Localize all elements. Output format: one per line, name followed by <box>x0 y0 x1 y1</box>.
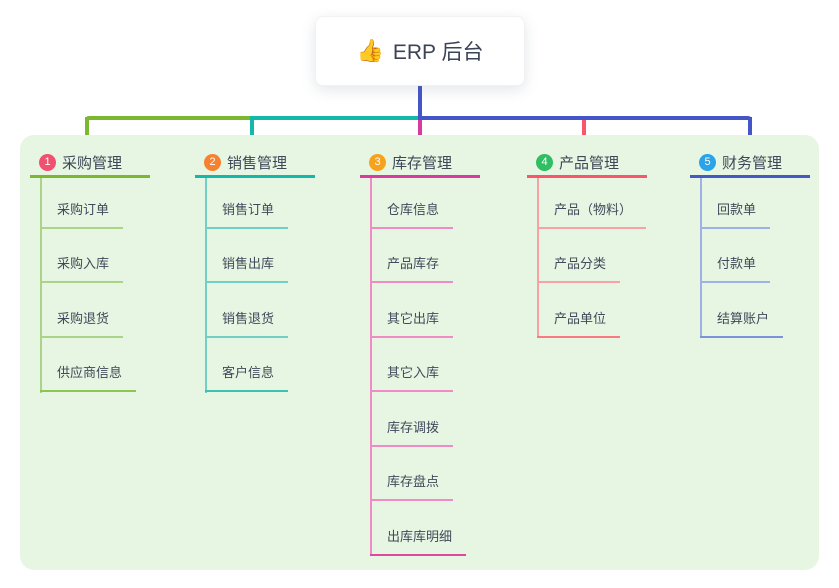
branch4-label: 产品管理 <box>559 155 620 172</box>
child-node[interactable]: 产品（物料） <box>537 201 647 229</box>
branch1-number-badge: 1 <box>39 154 56 171</box>
branch-node-sales[interactable]: 2 销售管理 <box>195 150 315 178</box>
branches-panel <box>20 135 819 570</box>
child-node[interactable]: 供应商信息 <box>40 364 137 392</box>
branch3-trunk-line <box>370 178 372 556</box>
branch-node-product[interactable]: 4 产品管理 <box>527 150 647 178</box>
child-node[interactable]: 销售订单 <box>205 201 289 229</box>
child-node[interactable]: 销售退货 <box>205 310 289 338</box>
branch1-connector-line <box>85 116 252 120</box>
branch4-number-badge: 4 <box>536 154 553 171</box>
root-connector-line <box>418 84 422 120</box>
child-node[interactable]: 产品库存 <box>370 255 454 283</box>
child-node[interactable]: 出库库明细 <box>370 528 467 556</box>
child-node[interactable]: 采购入库 <box>40 255 124 283</box>
child-node[interactable]: 结算账户 <box>700 310 784 338</box>
child-node[interactable]: 客户信息 <box>205 364 289 392</box>
branch5-label: 财务管理 <box>722 155 783 172</box>
child-node[interactable]: 产品单位 <box>537 310 621 338</box>
child-node[interactable]: 仓库信息 <box>370 201 454 229</box>
branch5-connector-drop <box>748 117 752 144</box>
root-node[interactable]: 👍 ERP 后台 <box>315 16 525 86</box>
branch1-trunk-line <box>40 178 42 393</box>
branch1-label: 采购管理 <box>62 155 123 172</box>
branch5-number-badge: 5 <box>699 154 716 171</box>
thumbs-up-icon: 👍 <box>356 38 384 63</box>
branch2-label: 销售管理 <box>227 155 288 172</box>
child-node[interactable]: 销售出库 <box>205 255 289 283</box>
branch-node-finance[interactable]: 5 财务管理 <box>690 150 810 178</box>
child-node[interactable]: 产品分类 <box>537 255 621 283</box>
branch3-label: 库存管理 <box>392 155 453 172</box>
branch2-connector-line <box>250 116 418 120</box>
child-node[interactable]: 其它入库 <box>370 364 454 392</box>
branch-node-inventory[interactable]: 3 库存管理 <box>360 150 480 178</box>
child-node[interactable]: 库存盘点 <box>370 473 454 501</box>
root-node-label: ERP 后台 <box>392 41 484 64</box>
child-node[interactable]: 付款单 <box>700 255 771 283</box>
branch2-number-badge: 2 <box>204 154 221 171</box>
child-node[interactable]: 库存调拨 <box>370 419 454 447</box>
child-node[interactable]: 其它出库 <box>370 310 454 338</box>
branch1-connector-drop <box>85 117 89 144</box>
branch3-number-badge: 3 <box>369 154 386 171</box>
branch2-trunk-line <box>205 178 207 393</box>
branch5-trunk-line <box>700 178 702 338</box>
child-node[interactable]: 回款单 <box>700 201 771 229</box>
branch-node-purchase[interactable]: 1 采购管理 <box>30 150 150 178</box>
branch5-connector-line <box>418 116 752 120</box>
branch4-trunk-line <box>537 178 539 338</box>
branch3-connector-drop <box>418 120 422 144</box>
branch2-connector-drop <box>250 117 254 144</box>
branch4-connector-drop <box>582 120 586 144</box>
child-node[interactable]: 采购退货 <box>40 310 124 338</box>
child-node[interactable]: 采购订单 <box>40 201 124 229</box>
